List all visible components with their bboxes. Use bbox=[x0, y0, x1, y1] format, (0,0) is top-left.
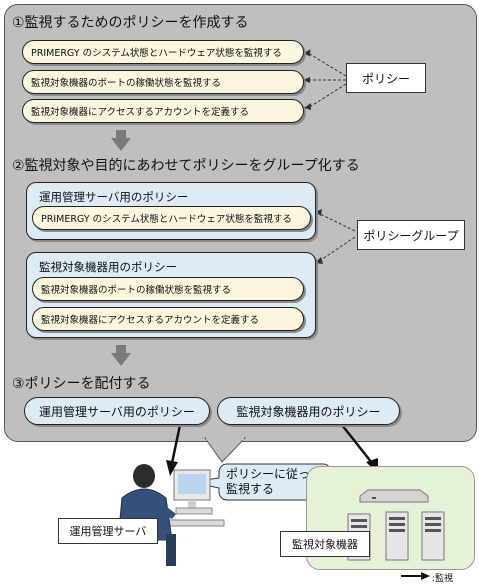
policy-group-label-text: ポリシーグループ bbox=[363, 228, 459, 243]
callout-text: ポリシーに従って 監視する bbox=[226, 467, 321, 497]
operator-illustration bbox=[117, 464, 225, 566]
callout-line-2: 監視する bbox=[226, 482, 275, 496]
policy-item-2-label: 監視対象機器のポートの稼働状態を監視する bbox=[31, 78, 222, 89]
policy-item-3[interactable]: 監視対象機器にアクセスするアカウントを定義する bbox=[22, 99, 304, 123]
server-rack-2-icon bbox=[385, 511, 409, 561]
group-devices-policy-item-2-label: 監視対象機器にアクセスするアカウントを定義する bbox=[41, 315, 260, 326]
step-1-title: ①監視するためのポリシーを作成する bbox=[12, 15, 249, 31]
step-2-title: ②監視対象や目的にあわせてポリシーをグループ化する bbox=[12, 158, 360, 174]
distribute-device-policy[interactable]: 監視対象機器用のポリシー bbox=[217, 397, 400, 425]
distribute-device-policy-label: 監視対象機器用のポリシー bbox=[236, 404, 381, 419]
group-server-policy-item[interactable]: PRIMERGY のシステム状態とハードウェア状態を監視する bbox=[32, 206, 311, 230]
group-server-policy-item-label: PRIMERGY のシステム状態とハードウェア状態を監視する bbox=[41, 214, 292, 225]
policy-group-devices-title: 監視対象機器用のポリシー bbox=[39, 260, 177, 274]
devices-label-box: 監視対象機器 bbox=[280, 531, 370, 557]
distribution-arrows bbox=[170, 424, 373, 464]
server-label-text: 運用管理サーバ bbox=[69, 525, 147, 538]
group-devices-policy-item-1-label: 監視対象機器のポートの稼働状態を監視する bbox=[41, 285, 232, 296]
step-3-title: ③ポリシーを配付する bbox=[12, 376, 151, 392]
group-devices-policy-item-2[interactable]: 監視対象機器にアクセスするアカウントを定義する bbox=[32, 307, 304, 331]
devices-label-text: 監視対象機器 bbox=[292, 538, 358, 551]
policy-group-label-box: ポリシーグループ bbox=[357, 220, 465, 250]
policy-item-1-label: PRIMERGY のシステム状態とハードウェア状態を監視する bbox=[31, 48, 282, 59]
group-devices-policy-item-1[interactable]: 監視対象機器のポートの稼働状態を監視する bbox=[32, 277, 304, 301]
server-label-box: 運用管理サーバ bbox=[58, 518, 158, 544]
policy-group-devices[interactable]: 監視対象機器用のポリシー 監視対象機器のポートの稼働状態を監視する 監視対象機器… bbox=[26, 252, 316, 338]
distribute-server-policy[interactable]: 運用管理サーバ用のポリシー bbox=[24, 397, 210, 425]
server-rack-3-icon bbox=[421, 511, 445, 561]
desk bbox=[167, 519, 225, 527]
policy-label-text: ポリシー bbox=[361, 71, 410, 86]
network-switch-icon bbox=[359, 489, 429, 503]
policy-item-1[interactable]: PRIMERGY のシステム状態とハードウェア状態を監視する bbox=[22, 40, 304, 64]
policy-item-3-label: 監視対象機器にアクセスするアカウントを定義する bbox=[31, 107, 250, 118]
keyboard-icon bbox=[175, 507, 213, 515]
policy-group-server-title: 運用管理サーバ用のポリシー bbox=[39, 190, 189, 204]
callout-line-1: ポリシーに従って bbox=[226, 467, 322, 481]
policy-item-2[interactable]: 監視対象機器のポートの稼働状態を監視する bbox=[22, 70, 304, 94]
person-head bbox=[133, 464, 155, 488]
distribute-server-policy-label: 運用管理サーバ用のポリシー bbox=[39, 404, 195, 419]
group-pointer-lines bbox=[317, 212, 356, 263]
legend-text: :監視 bbox=[432, 574, 454, 584]
policy-label-box: ポリシー bbox=[346, 63, 426, 93]
down-arrow-1 bbox=[111, 130, 131, 151]
policy-group-server[interactable]: 運用管理サーバ用のポリシー PRIMERGY のシステム状態とハードウェア状態を… bbox=[26, 182, 316, 240]
down-arrow-2 bbox=[111, 345, 131, 366]
policy-pointer-lines bbox=[307, 52, 347, 109]
legend-arrow bbox=[401, 572, 430, 580]
